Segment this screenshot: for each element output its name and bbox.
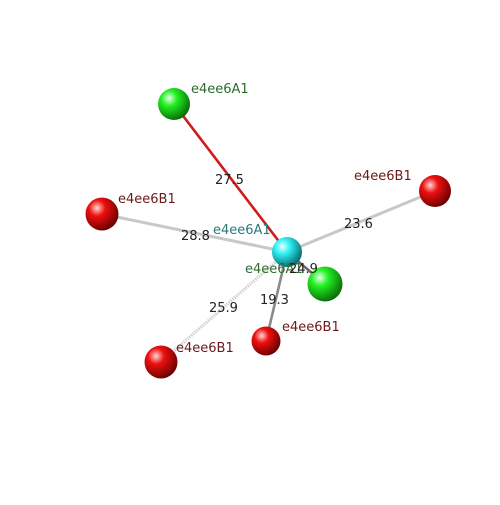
bond-center-b1-bottom-left: [159, 250, 289, 364]
atom-center[interactable]: [272, 237, 302, 267]
distance-b1-bottom: 19.3: [260, 293, 289, 308]
atom-b1-right[interactable]: [419, 175, 451, 207]
label-b1-bottom: e4ee6B1: [282, 320, 340, 335]
distance-b1-right: 23.6: [344, 217, 373, 232]
distance-b1-left: 28.8: [181, 229, 210, 244]
atom-b1-left[interactable]: [85, 197, 119, 231]
distance-b1-bottom-left: 25.9: [209, 301, 238, 316]
label-a1-top: e4ee6A1: [191, 82, 249, 97]
label-b1-bottom-left: e4ee6B1: [176, 341, 234, 356]
atom-b1-bottom[interactable]: [251, 326, 281, 356]
atom-a1-top[interactable]: [158, 88, 190, 120]
distance-green-near: 24.9: [289, 262, 318, 277]
label-b1-left: e4ee6B1: [118, 192, 176, 207]
bond-center-b1-left: [101, 212, 288, 254]
atom-green-near[interactable]: [307, 266, 343, 302]
label-b1-right: e4ee6B1: [354, 169, 412, 184]
bond-center-b1-right: [286, 189, 436, 254]
label-center: e4ee6A1: [213, 223, 271, 238]
atom-b1-bottom-left[interactable]: [144, 345, 178, 379]
distance-a1-top: 27.5: [215, 173, 244, 188]
label-green-near: e4ee6A1: [245, 262, 303, 277]
bond-center-b1-bottom: [264, 251, 289, 342]
bond-center-a1-top: [172, 103, 289, 253]
